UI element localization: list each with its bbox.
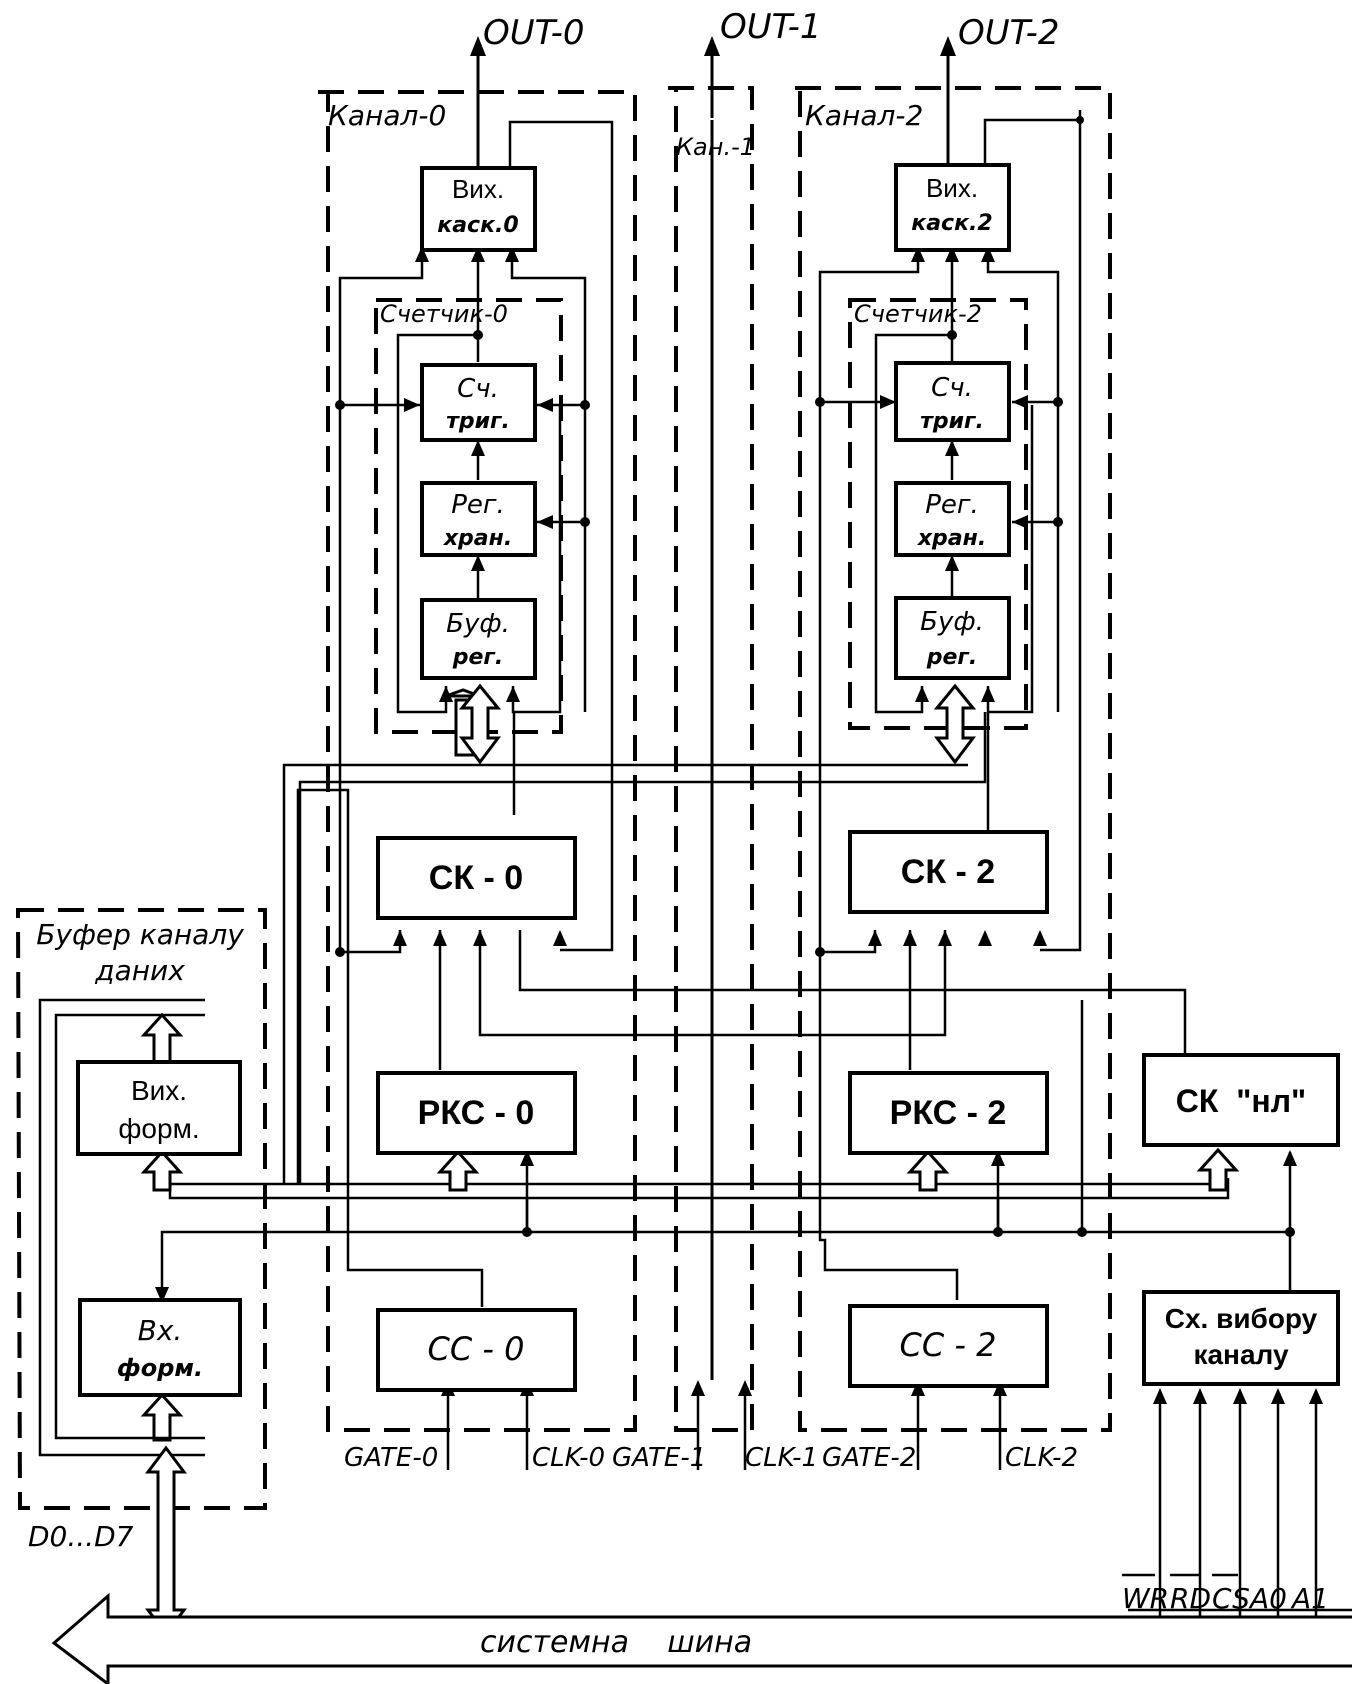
rd-label: RD (1170, 1582, 1211, 1615)
internal-bus-lines (160, 712, 1292, 1300)
svg-text:Вих.: Вих. (926, 173, 978, 203)
internal-bus-marks (155, 1150, 1297, 1303)
svg-text:РКС - 0: РКС - 0 (418, 1094, 535, 1132)
svg-text:Сх. вибору: Сх. вибору (1165, 1303, 1318, 1334)
channel-2-arrowheads (815, 116, 1084, 957)
clk2-label: CLK-2 (1005, 1443, 1078, 1473)
in-former-block: Вх. форм. (78, 1298, 242, 1397)
channel-0-frame (318, 90, 637, 1432)
system-bus-arrow (51, 1592, 1352, 1684)
ss2-block: СС - 2 (848, 1304, 1049, 1388)
system-bus-label: системна шина (480, 1625, 752, 1660)
out1-arrow (704, 36, 720, 1380)
counter-0-label: Счетчик-0 (380, 300, 508, 328)
svg-text:СК "нл": СК "нл" (1176, 1083, 1306, 1119)
buffer-title-line1: Буфер каналу (36, 918, 244, 951)
clk1-label: CLK-1 (745, 1443, 818, 1473)
channel-0-label: Канал-0 (328, 99, 446, 132)
count-trigger-2-block: Сч. триг. (894, 361, 1011, 442)
control-labels: WR RD CS A0 A1 (1122, 1573, 1329, 1615)
buffer-register-2-block: Буф. рег. (894, 596, 1011, 680)
svg-text:СК - 0: СК - 0 (429, 859, 523, 897)
svg-text:Буф.: Буф. (446, 609, 510, 639)
out0-label: OUT-0 (483, 13, 584, 53)
svg-text:РКС - 2: РКС - 2 (890, 1094, 1007, 1132)
svg-text:хран.: хран. (917, 526, 986, 551)
d0-d7-bus-arrow (145, 1445, 187, 1637)
out-former-block: Вих. форм. (76, 1060, 242, 1156)
svg-text:СС - 2: СС - 2 (900, 1326, 997, 1364)
a0-label: A0 (1248, 1582, 1287, 1615)
control-lines (1128, 1388, 1352, 1617)
counter-0-frame (374, 298, 563, 734)
rks0-block: РКС - 0 (376, 1071, 577, 1155)
svg-text:каналу: каналу (1193, 1339, 1288, 1370)
svg-text:триг.: триг. (446, 409, 510, 434)
ss0-block: СС - 0 (376, 1308, 577, 1392)
hold-register-2-block: Рег. хран. (894, 481, 1011, 557)
svg-text:Вх.: Вх. (138, 1314, 183, 1347)
buffer-bus-lines (38, 998, 205, 1457)
data-buffer-frame (15, 908, 267, 1510)
counter-2-frame (848, 298, 1028, 730)
channel-0-arrowheads (335, 246, 590, 957)
channel-select-block: Сх. вибору каналу (1142, 1290, 1340, 1386)
svg-text:каск.2: каск.2 (911, 211, 992, 236)
channel-1-label: Кан.-1 (676, 133, 755, 161)
channel-2-frame (795, 86, 1112, 1432)
out2-arrow (940, 36, 956, 165)
gate2-label: GATE-2 (822, 1443, 916, 1473)
svg-text:форм.: форм. (118, 1113, 199, 1144)
cs-label: CS (1212, 1582, 1250, 1615)
hold-register-0-block: Рег. хран. (420, 481, 537, 557)
bus-hollow-arrows (140, 683, 1240, 1442)
wr-label: WR (1122, 1582, 1169, 1615)
svg-text:Сч.: Сч. (457, 374, 499, 404)
svg-text:СС - 0: СС - 0 (428, 1330, 525, 1368)
rks2-block: РКС - 2 (848, 1071, 1049, 1155)
out-cascade-2-block: Вих. каск.2 (894, 163, 1011, 252)
buffer-register-0-block: Буф. рег. (420, 598, 537, 680)
channel-2-label: Канал-2 (805, 99, 923, 132)
svg-text:Рег.: Рег. (451, 490, 505, 520)
a1-label: A1 (1290, 1582, 1329, 1615)
out0-arrow (470, 36, 486, 168)
clk0-label: CLK-0 (532, 1443, 605, 1473)
svg-text:триг.: триг. (920, 409, 984, 434)
svg-text:хран.: хран. (443, 526, 512, 551)
svg-text:Вих.: Вих. (452, 174, 504, 204)
svg-text:Вих.: Вих. (131, 1075, 187, 1106)
out-cascade-0-block: Вих. каск.0 (420, 166, 537, 252)
sk0-block: СК - 0 (376, 836, 577, 920)
channel-1-frame (668, 86, 754, 1432)
svg-text:рег.: рег. (926, 645, 978, 670)
svg-text:Сч.: Сч. (931, 373, 973, 403)
count-trigger-0-block: Сч. триг. (420, 363, 537, 442)
gate0-label: GATE-0 (344, 1443, 438, 1473)
gate-clk-lines (441, 1380, 1007, 1470)
svg-text:форм.: форм. (117, 1354, 203, 1382)
svg-text:СК - 2: СК - 2 (901, 853, 995, 891)
sk2-block: СК - 2 (848, 830, 1049, 914)
channel-0-wires (296, 120, 1187, 1307)
sk-nl-block: СК "нл" (1142, 1053, 1340, 1147)
counter-2-label: Счетчик-2 (854, 300, 982, 328)
out2-label: OUT-2 (958, 13, 1059, 53)
buffer-title-line2: даних (94, 954, 185, 987)
svg-text:каск.0: каск.0 (437, 213, 518, 238)
svg-text:Буф.: Буф. (920, 607, 984, 637)
gate1-label: GATE-1 (612, 1443, 706, 1473)
out1-label: OUT-1 (720, 7, 821, 47)
svg-text:рег.: рег. (452, 645, 504, 670)
data-bus-label: D0...D7 (28, 1520, 134, 1553)
svg-text:Рег.: Рег. (925, 490, 979, 520)
